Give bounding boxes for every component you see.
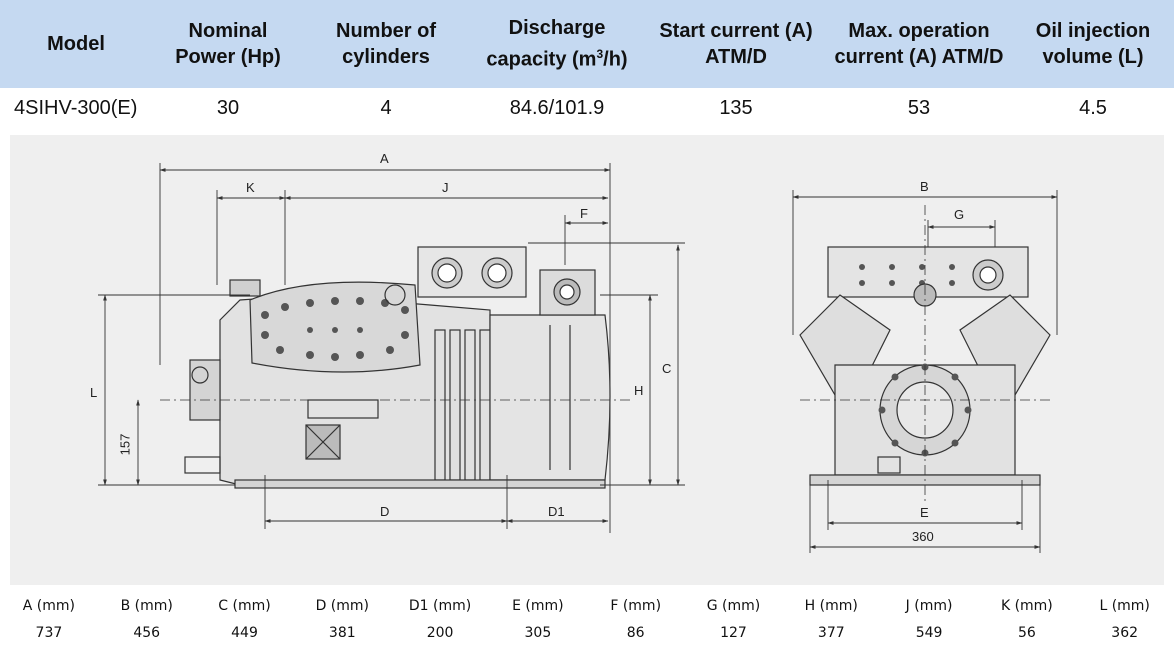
dimension-e: E (mm) 305 xyxy=(512,598,564,641)
compressor-drawing: A K J F C H L 157 D D1 B G E 360 xyxy=(10,135,1164,585)
dimension-h: H (mm) 377 xyxy=(804,598,858,641)
dimension-d1: D1 (mm) 200 xyxy=(408,598,472,641)
dimension-list: A (mm) 737 B (mm) 456 C (mm) 449 D (mm) … xyxy=(0,592,1174,646)
cell-max-current: 53 xyxy=(907,96,931,119)
dimension-c: C (mm) 449 xyxy=(218,598,271,641)
cell-power: 30 xyxy=(216,96,240,119)
drawing-svg xyxy=(98,163,1058,553)
dim-label-h: H xyxy=(634,383,644,398)
table-row: 4SIHV-300(E) 30 4 84.6/101.9 135 53 4.5 xyxy=(0,88,1174,128)
dimension-l: L (mm) 362 xyxy=(1099,598,1150,641)
header-cylinders: Number of cylinders xyxy=(336,20,436,68)
dim-label-b: B xyxy=(920,179,929,194)
dimension-k: K (mm) 56 xyxy=(1000,598,1053,641)
dimension-f: F (mm) 86 xyxy=(610,598,662,641)
dim-label-157: 157 xyxy=(117,433,133,456)
dim-label-k: K xyxy=(246,180,255,195)
dim-label-d1: D1 xyxy=(548,504,565,519)
header-max-current: Max. operation current (A) ATM/D xyxy=(834,20,1004,68)
cell-oil-volume: 4.5 xyxy=(1079,96,1107,119)
dimension-b: B (mm) 456 xyxy=(120,598,173,641)
dimension-j: J (mm) 549 xyxy=(905,598,953,641)
dim-label-g: G xyxy=(954,207,965,222)
header-start-current: Start current (A) ATM/D xyxy=(659,20,813,68)
dimension-a: A (mm) 737 xyxy=(22,598,76,641)
dimension-d: D (mm) 381 xyxy=(315,598,369,641)
header-oil-volume: Oil injection volume (L) xyxy=(1035,20,1151,68)
dim-label-j: J xyxy=(442,180,449,195)
dim-label-l: L xyxy=(90,385,98,400)
cell-cylinders: 4 xyxy=(380,96,392,119)
header-nominal-power: Nominal Power (Hp) xyxy=(175,20,281,68)
dim-label-a: A xyxy=(380,151,389,166)
spec-table: Model Nominal Power (Hp) Number of cylin… xyxy=(0,0,1174,128)
dim-label-360: 360 xyxy=(912,529,934,544)
cell-model: 4SIHV-300(E) xyxy=(14,96,138,119)
dimension-g: G (mm) 127 xyxy=(706,598,761,641)
dim-label-f: F xyxy=(580,206,588,221)
header-displacement: Discharge capacity (m3/h) xyxy=(486,17,628,71)
cell-displacement: 84.6/101.9 xyxy=(509,96,605,119)
dim-label-c: C xyxy=(662,361,672,376)
dim-label-e: E xyxy=(920,505,929,520)
header-model: Model xyxy=(47,33,105,55)
cell-start-current: 135 xyxy=(719,96,753,119)
dim-label-d: D xyxy=(380,504,390,519)
spec-table-header: Model Nominal Power (Hp) Number of cylin… xyxy=(0,0,1174,88)
